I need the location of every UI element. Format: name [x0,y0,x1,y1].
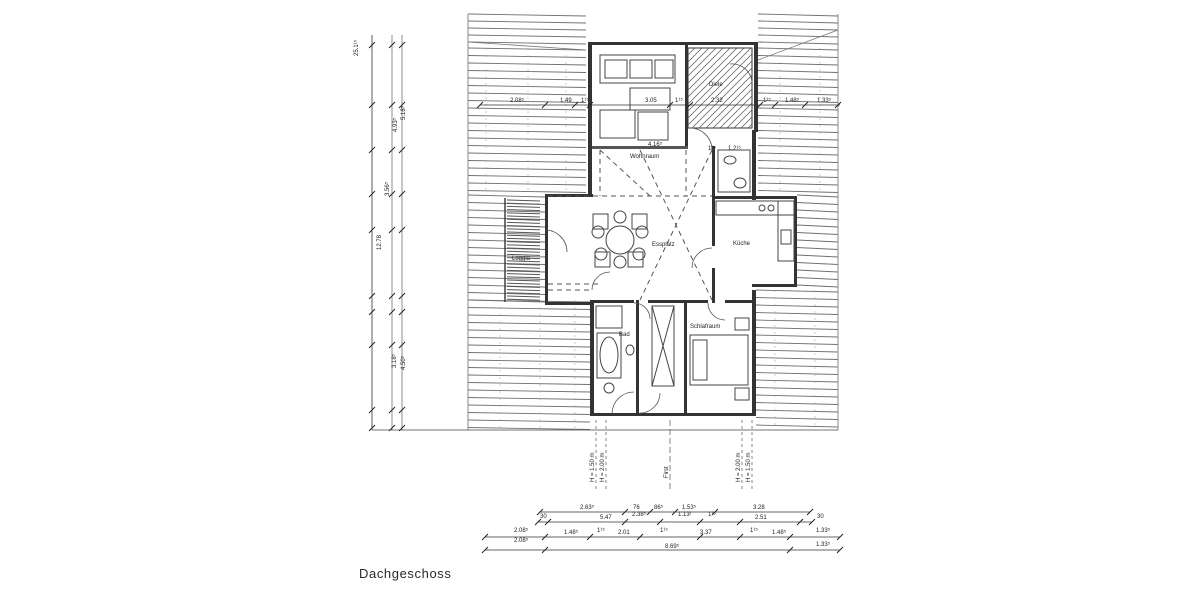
dim-top-1: 2.08⁵ [510,97,525,104]
height-mark-3: H = 2.00 m [736,452,742,482]
dim-left-1: 25.1¹⁵ [353,39,360,56]
room-label-loggia: Loggia [512,256,531,262]
dim-top-9: 1.33⁵ [817,97,832,104]
height-mark-1: H = 1.50 m [590,452,596,482]
dim-top-2: 1.49 [560,98,572,104]
dim-b2-7: 30 [817,514,824,520]
dim-b1-2: 76 [633,505,640,511]
room-label-kueche: Küche [733,241,751,247]
dimension-lines [368,35,844,554]
dim-b2-1: 30 [540,514,547,520]
diele-hatching [687,47,753,129]
roof-hatching [467,13,839,430]
dim-b2-4: 1.13¹ [678,512,692,518]
dim-b4-1: 2.08⁵ [514,537,529,544]
room-label-wohnraum: Wohnraum [630,154,659,160]
first-label: First [664,466,670,478]
roof-dashed-lines [548,149,713,301]
dim-b4-2: 8.69⁵ [665,543,680,550]
dim-b2-2: 5.47 [600,515,612,521]
dim-b1-1: 2.63⁵ [580,504,595,511]
dim-b3-3: 1¹⁵ [597,527,605,534]
dim-top-3: 1¹⁵ [581,97,589,104]
dim-b2-3: 2.38⁵ [632,511,647,518]
loggia-railing [504,198,541,302]
dim-left-3: 5.18⁵ [400,105,407,120]
dim-left-2: 4.93⁵ [392,117,399,132]
dim-b1-3: 86⁵ [654,504,664,511]
dim-b3-8: 1.48⁵ [772,529,787,536]
dim-wc-1: 1¹⁵ [708,145,716,152]
dim-wc-2: 1.2¹⁵ [728,145,741,152]
dim-wohn-depth: 4.16⁵ [648,141,663,148]
room-label-schlafraum: Schlafraum [690,324,720,330]
dim-left-6: 3.18⁵ [391,353,398,368]
dim-b2-5: 1¹⁵ [708,511,716,518]
dim-b1-4: 1.53⁵ [682,504,697,511]
dim-b3-2: 1.48⁵ [564,529,579,536]
dim-b3-6: 3.37 [700,530,712,536]
dim-b2-6: 2.51 [755,515,767,521]
room-label-essplatz: Essplatz [652,242,675,248]
dim-b3-1: 2.08⁵ [514,527,529,534]
dim-top-7: 1¹⁵ [763,97,771,104]
furniture [591,54,795,401]
dim-top-5: 1¹⁵ [675,97,683,104]
drawing-caption: Dachgeschoss [359,566,452,581]
dim-left-7: 4.50⁵ [400,355,407,370]
dim-left-5: 12.78 [377,234,383,250]
doors [544,63,753,414]
dim-b3-9: 1.33⁵ [816,527,831,534]
room-label-diele: Diele [709,82,723,88]
dim-b3-7: 1¹⁵ [750,527,758,534]
dim-top-4: 3.05 [645,98,657,104]
dim-b4-3: 1.33⁵ [816,541,831,548]
dim-b3-4: 2.01 [618,530,630,536]
dim-top-6: 2.32 [711,98,723,104]
height-mark-2: H = 2.00 m [600,452,606,482]
height-mark-4: H = 1.50 m [746,452,752,482]
room-label-bad: Bad [619,332,630,338]
dim-top-8: 1.48⁵ [785,97,800,104]
dim-b3-5: 1¹⁵ [660,527,668,534]
dim-b1-5: 3.28 [753,505,765,511]
dim-left-4: 3.56⁵ [384,181,391,196]
